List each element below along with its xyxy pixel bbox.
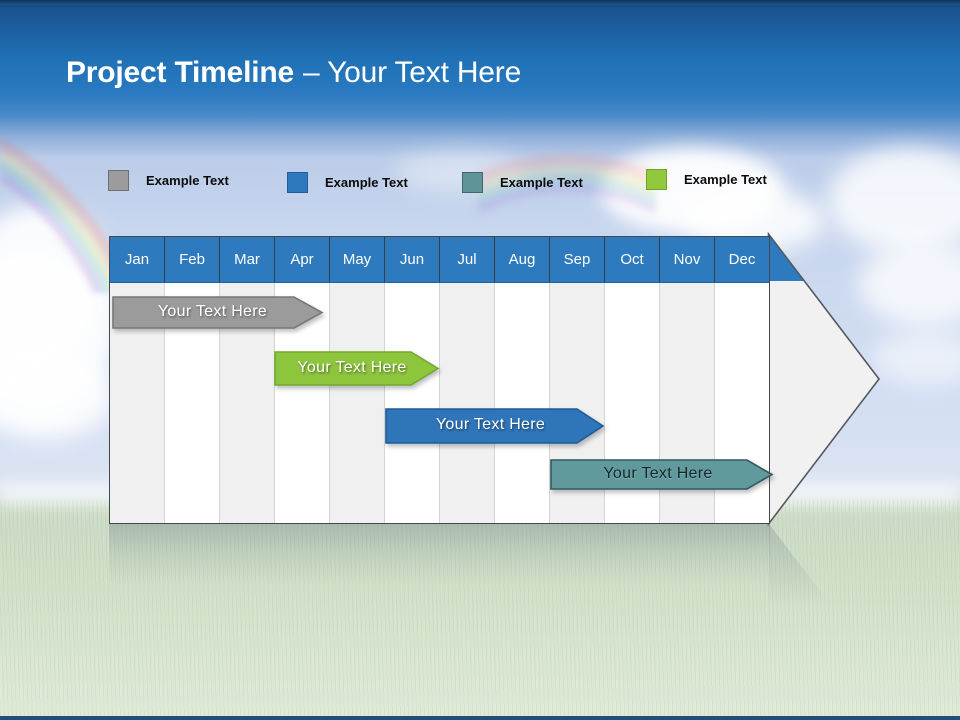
column-aug	[495, 283, 550, 523]
month-cell-may[interactable]: May	[330, 237, 385, 282]
task-bar-gray[interactable]: Your Text Here	[112, 296, 324, 330]
legend-label: Example Text	[500, 175, 583, 190]
timeline-arrowhead	[767, 232, 881, 527]
task-bar-green[interactable]: Your Text Here	[274, 351, 440, 387]
top-border-line	[0, 0, 960, 5]
task-bar-teal[interactable]: Your Text Here	[550, 459, 774, 491]
legend-swatch-blue	[287, 172, 308, 193]
task-bar-label: Your Text Here	[157, 303, 268, 320]
legend-label: Example Text	[146, 173, 229, 188]
month-cell-jan[interactable]: Jan	[110, 237, 165, 282]
slide-title[interactable]: Project Timeline – Your Text Here	[66, 56, 521, 90]
legend-item-green[interactable]: Example Text	[646, 169, 767, 190]
cloud	[828, 148, 960, 253]
cloud	[0, 355, 115, 440]
task-bar-blue[interactable]: Your Text Here	[385, 408, 605, 445]
task-bar-label: Your Text Here	[603, 465, 713, 482]
bottom-border-line	[0, 716, 960, 720]
legend-item-blue[interactable]: Example Text	[287, 172, 408, 193]
legend-label: Example Text	[325, 175, 408, 190]
month-cell-jun[interactable]: Jun	[385, 237, 440, 282]
legend-label: Example Text	[684, 172, 767, 187]
cloud	[395, 152, 525, 192]
legend-swatch-green	[646, 169, 667, 190]
column-jun	[385, 283, 440, 523]
month-cell-nov[interactable]: Nov	[660, 237, 715, 282]
legend-item-teal[interactable]: Example Text	[462, 172, 583, 193]
month-cell-dec[interactable]: Dec	[715, 237, 769, 282]
table-reflection	[109, 524, 770, 598]
cloud	[872, 330, 960, 385]
legend-swatch-gray	[108, 170, 129, 191]
month-cell-apr[interactable]: Apr	[275, 237, 330, 282]
legend-swatch-teal	[462, 172, 483, 193]
cloud	[858, 242, 960, 327]
task-bar-label: Your Text Here	[435, 416, 546, 433]
title-bold-text: Project Timeline	[66, 56, 294, 89]
grass-texture	[0, 500, 960, 720]
task-bar-label: Your Text Here	[297, 359, 407, 376]
month-cell-sep[interactable]: Sep	[550, 237, 605, 282]
column-jul	[440, 283, 495, 523]
column-may	[330, 283, 385, 523]
month-cell-mar[interactable]: Mar	[220, 237, 275, 282]
title-placeholder-text: – Your Text Here	[303, 56, 522, 89]
month-cell-oct[interactable]: Oct	[605, 237, 660, 282]
month-cell-aug[interactable]: Aug	[495, 237, 550, 282]
legend-item-gray[interactable]: Example Text	[108, 170, 229, 191]
month-cell-jul[interactable]: Jul	[440, 237, 495, 282]
month-cell-feb[interactable]: Feb	[165, 237, 220, 282]
